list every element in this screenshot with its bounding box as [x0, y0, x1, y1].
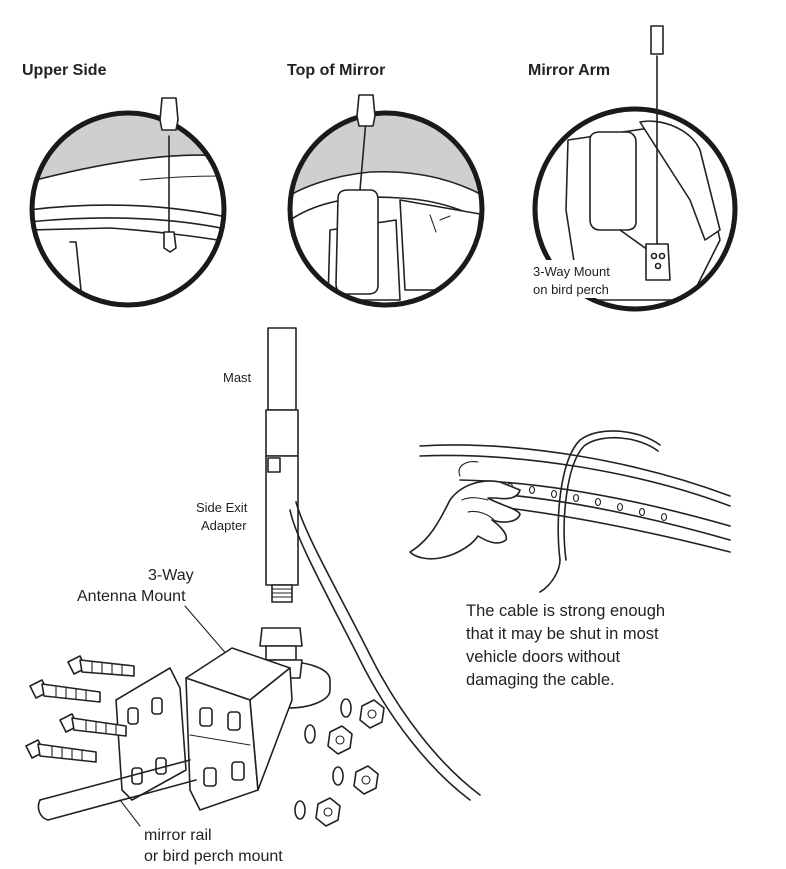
mirror-arm-illustration	[528, 25, 738, 312]
mounting-bolts	[25, 655, 135, 763]
panel-title-upper-side: Upper Side	[22, 62, 107, 79]
mirror-rail-leader-line	[119, 799, 141, 827]
caption-line-4: damaging the cable.	[466, 671, 615, 689]
mast-and-adapter	[265, 327, 481, 801]
caption-line-1: The cable is strong enough	[466, 602, 665, 620]
loose-hardware	[294, 698, 385, 827]
label-mirror-rail: mirror rail	[144, 827, 212, 844]
panel-title-top-of-mirror: Top of Mirror	[287, 62, 385, 79]
label-3-way: 3-Way	[148, 567, 194, 584]
caption-line-2: that it may be shut in most	[466, 625, 659, 643]
upper-side-illustration	[29, 97, 227, 308]
caption-line-3: vehicle doors without	[466, 648, 620, 666]
panel-title-mirror-arm: Mirror Arm	[528, 62, 610, 79]
antenna-mount-bracket	[115, 627, 331, 811]
mirror-rail	[37, 759, 197, 821]
label-3-way-mount: 3-Way Mount	[533, 264, 610, 279]
label-mast: Mast	[223, 370, 252, 385]
label-antenna-mount: Antenna Mount	[77, 588, 186, 605]
label-bird-perch-mount: or bird perch mount	[144, 848, 283, 865]
top-of-mirror-illustration	[287, 94, 485, 308]
label-on-bird-perch: on bird perch	[533, 282, 609, 297]
label-adapter: Adapter	[201, 518, 247, 533]
door-seal-illustration	[409, 430, 731, 593]
label-side-exit: Side Exit	[196, 500, 248, 515]
